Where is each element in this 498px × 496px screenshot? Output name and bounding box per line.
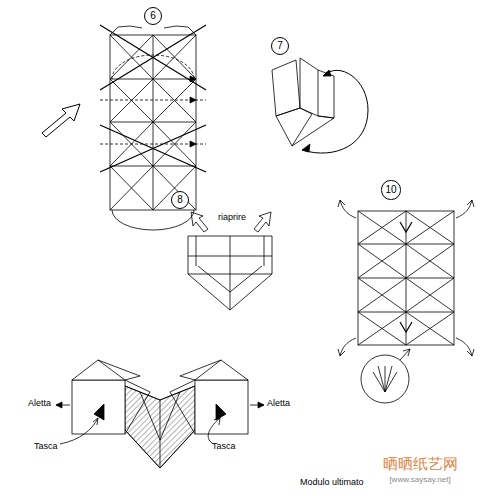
step-7-figure [272,58,368,153]
step-number: 10 [385,185,396,195]
step-number-circle: 6 [144,7,162,25]
step-number: 8 [177,195,183,205]
caption: Modulo ultimato [300,478,364,488]
watermark: 晒晒纸艺网 [383,456,458,473]
step-8-figure [188,212,272,310]
step-number-circle: 7 [271,37,289,55]
step-number-circle: 10 [381,180,400,199]
step-number-circle: 8 [171,191,189,209]
part-label: Aletta [267,399,290,409]
part-label: Tasca [212,442,236,452]
step-number: 6 [150,11,156,21]
step-number: 7 [277,41,283,51]
part-label: Aletta [28,399,51,409]
finished-module [56,360,264,468]
step-10-figure [338,200,474,403]
part-label: Tasca [34,442,58,452]
instruction-text: riaprire [218,213,246,223]
step-6-figure [42,25,206,230]
watermark: [www.saysay.net] [389,476,450,485]
